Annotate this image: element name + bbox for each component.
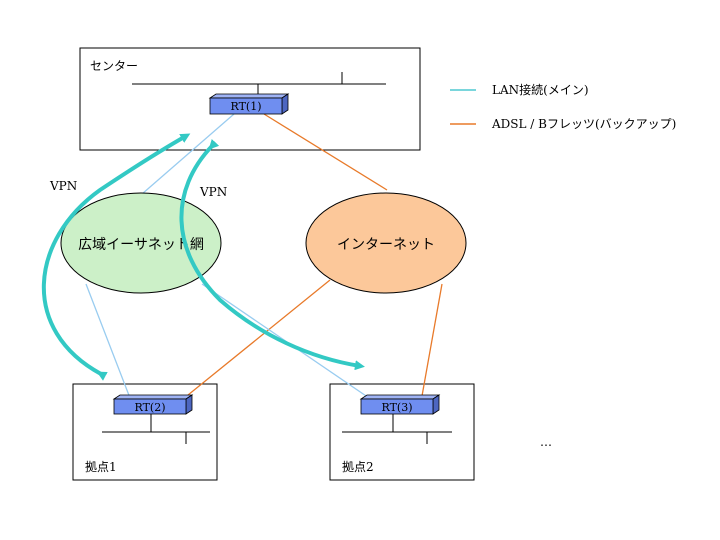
router-rt2: RT(2) <box>112 394 194 415</box>
vpn-label-1: VPN <box>49 179 77 193</box>
internet-label: インターネット <box>337 237 435 253</box>
router-rt1: RT(1) <box>208 93 290 115</box>
router-rt2-label: RT(2) <box>134 401 165 414</box>
legend-backup-label: ADSL / Bフレッツ(バックアップ) <box>491 117 676 131</box>
vpn-arrow-site2 <box>179 138 365 371</box>
legend: LAN接続(メイン) ADSL / Bフレッツ(バックアップ) <box>450 82 676 131</box>
vpn-arrow-site1 <box>41 133 191 381</box>
site1-label: 拠点1 <box>85 460 117 474</box>
site2-label: 拠点2 <box>342 460 374 474</box>
lan-line-site1 <box>85 283 131 399</box>
legend-lan-label: LAN接続(メイン) <box>492 82 589 97</box>
backup-line-site1 <box>187 279 331 396</box>
router-rt3: RT(3) <box>359 394 441 415</box>
more-sites-ellipsis: … <box>540 435 552 449</box>
router-rt3-label: RT(3) <box>381 401 412 414</box>
backup-line-site2 <box>421 283 443 397</box>
center-label: センター <box>90 59 138 73</box>
router-rt1-label: RT(1) <box>230 100 261 113</box>
vpn-label-2: VPN <box>199 185 227 199</box>
